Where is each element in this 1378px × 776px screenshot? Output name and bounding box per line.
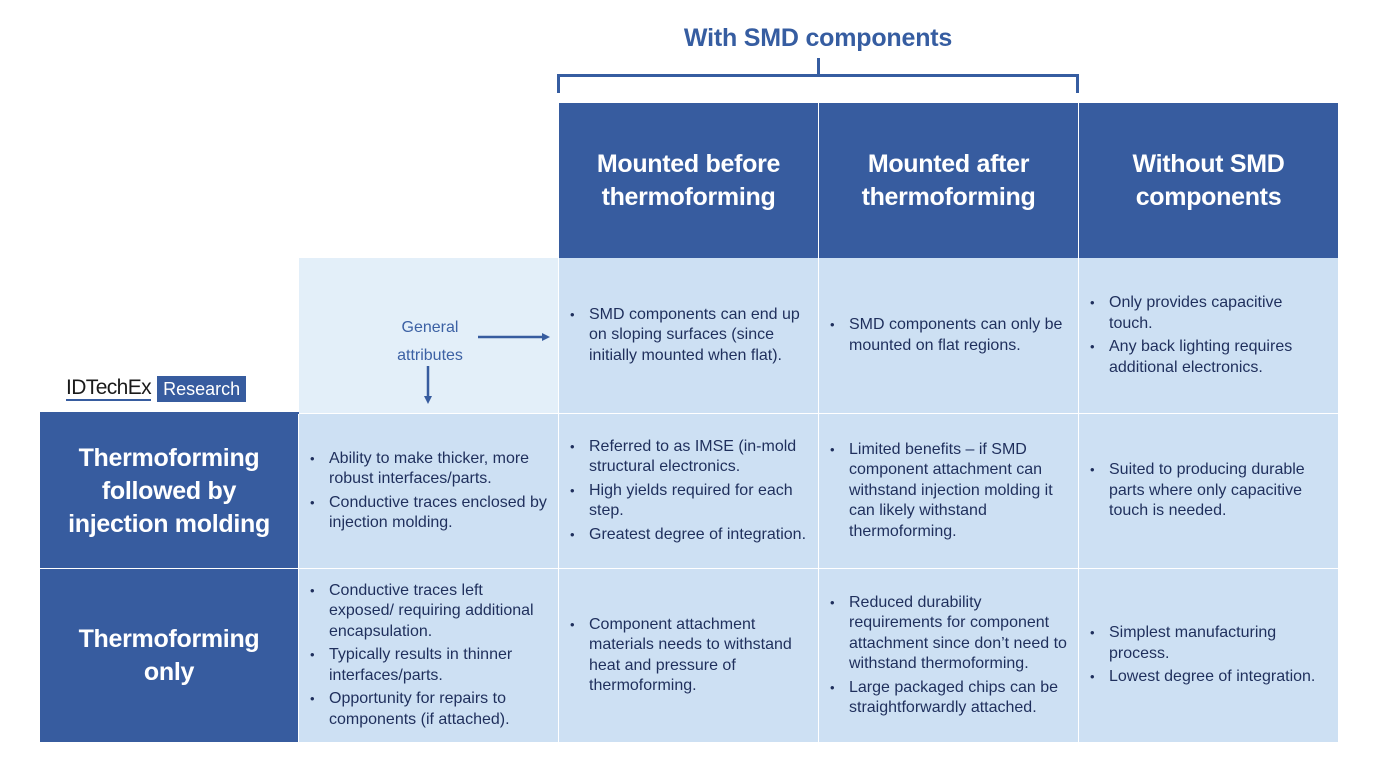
bullet-list: Component attachment materials needs to … xyxy=(569,612,810,700)
bullet-list: SMD components can only be mounted on fl… xyxy=(829,312,1070,359)
bullet-list: SMD components can end up on sloping sur… xyxy=(569,302,810,370)
bullet-item: Ability to make thicker, more robust int… xyxy=(309,449,550,490)
bullet-list: Simplest manufacturing process. Lowest d… xyxy=(1089,620,1330,691)
bullet-item: Any back lighting requires additional el… xyxy=(1089,337,1330,378)
bullet-list: Suited to producing durable parts where … xyxy=(1089,457,1330,525)
cell-injection-without: Suited to producing durable parts where … xyxy=(1079,414,1338,568)
column-header-without: Without SMD components xyxy=(1079,103,1338,258)
row-header-injection: Thermoforming followed by injection mold… xyxy=(40,414,298,568)
arrow-down-icon xyxy=(424,366,432,404)
cell-injection-after: Limited benefits – if SMD component atta… xyxy=(819,414,1078,568)
column-header-before: Mounted before thermoforming xyxy=(559,103,818,258)
bullet-item: Suited to producing durable parts where … xyxy=(1089,460,1330,522)
bullet-item: SMD components can end up on sloping sur… xyxy=(569,305,810,367)
group-title: With SMD components xyxy=(683,24,953,52)
cell-thermo-without: Simplest manufacturing process. Lowest d… xyxy=(1079,569,1338,742)
bullet-item: Greatest degree of integration. xyxy=(569,525,810,546)
bracket-center xyxy=(817,58,820,75)
general-attributes-label: General attributes xyxy=(397,319,463,364)
cell-thermo-after: Reduced durability requirements for comp… xyxy=(819,569,1078,742)
bracket-left xyxy=(557,74,560,93)
cell-injection-before: Referred to as IMSE (in-mold structural … xyxy=(559,414,818,568)
bullet-item: Simplest manufacturing process. xyxy=(1089,623,1330,664)
divider xyxy=(40,412,299,414)
cell-general-without: Only provides capacitive touch. Any back… xyxy=(1079,258,1338,413)
bullet-list: Conductive traces left exposed/ requirin… xyxy=(309,578,550,734)
column-header-label: Mounted before thermoforming xyxy=(596,149,781,211)
bullet-item: Reduced durability requirements for comp… xyxy=(829,593,1070,675)
bullet-list: Referred to as IMSE (in-mold structural … xyxy=(569,434,810,549)
bullet-item: Only provides capacitive touch. xyxy=(1089,293,1330,334)
cell-general-after: SMD components can only be mounted on fl… xyxy=(819,258,1078,413)
arrow-right-icon xyxy=(478,333,550,341)
bullet-item: Large packaged chips can be straightforw… xyxy=(829,678,1070,719)
bullet-item: Opportunity for repairs to components (i… xyxy=(309,689,550,730)
bullet-list: Ability to make thicker, more robust int… xyxy=(309,446,550,537)
bullet-item: Limited benefits – if SMD component atta… xyxy=(829,440,1070,543)
column-header-label: Without SMD components xyxy=(1132,149,1285,211)
bracket-right xyxy=(1076,74,1079,93)
column-header-after: Mounted after thermoforming xyxy=(819,103,1078,258)
bullet-item: Conductive traces left exposed/ requirin… xyxy=(309,581,550,643)
bullet-item: Typically results in thinner interfaces/… xyxy=(309,645,550,686)
column-header-label: Mounted after thermoforming xyxy=(861,149,1036,211)
cell-injection-general: Ability to make thicker, more robust int… xyxy=(299,414,558,568)
bullet-item: High yields required for each step. xyxy=(569,481,810,522)
logo-brand: IDTechEx xyxy=(66,376,152,401)
bullet-item: Referred to as IMSE (in-mold structural … xyxy=(569,437,810,478)
bullet-item: SMD components can only be mounted on fl… xyxy=(829,315,1070,356)
bullet-item: Conductive traces enclosed by injection … xyxy=(309,493,550,534)
bullet-item: Component attachment materials needs to … xyxy=(569,615,810,697)
cell-general-before: SMD components can end up on sloping sur… xyxy=(559,258,818,413)
logo-tag: Research xyxy=(157,376,247,402)
row-header-label: Thermoforming followed by injection mold… xyxy=(68,443,270,538)
idtechex-logo: IDTechEx Research xyxy=(66,376,247,402)
bullet-list: Limited benefits – if SMD component atta… xyxy=(829,437,1070,546)
bracket-horizontal xyxy=(557,74,1079,77)
cell-thermo-before: Component attachment materials needs to … xyxy=(559,569,818,742)
row-header-label: Thermoforming only xyxy=(78,624,260,686)
cell-thermo-general: Conductive traces left exposed/ requirin… xyxy=(299,569,558,742)
bullet-list: Only provides capacitive touch. Any back… xyxy=(1089,290,1330,381)
bullet-item: Lowest degree of integration. xyxy=(1089,667,1330,688)
bullet-list: Reduced durability requirements for comp… xyxy=(829,590,1070,722)
row-header-thermo-only: Thermoforming only xyxy=(40,569,298,742)
